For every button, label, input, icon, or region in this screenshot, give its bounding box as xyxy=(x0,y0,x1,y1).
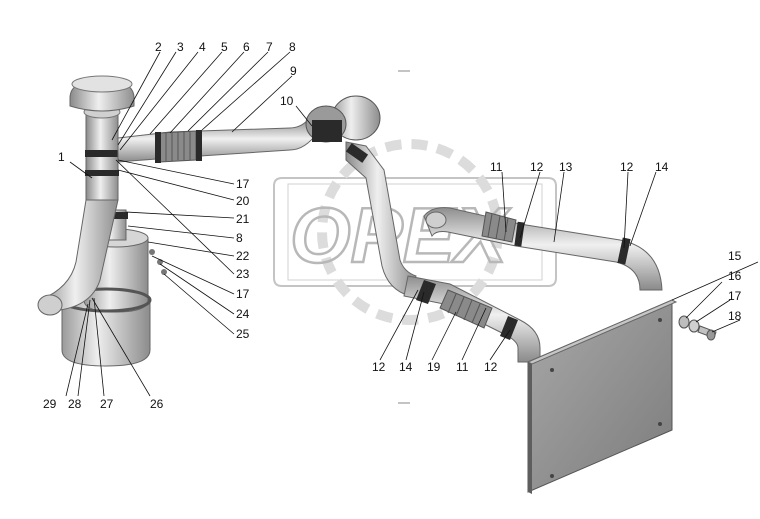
callout-25: 25 xyxy=(236,327,250,341)
callout-12-lower-b: 12 xyxy=(484,360,498,374)
upper-charge-pipe xyxy=(423,207,663,291)
callout-16: 16 xyxy=(728,269,742,283)
callout-11-lower: 11 xyxy=(456,360,469,374)
callout-13: 13 xyxy=(559,160,573,174)
callout-1: 1 xyxy=(58,150,65,164)
callout-17-mid: 17 xyxy=(236,287,250,301)
callout-10: 10 xyxy=(280,94,294,108)
callout-26: 26 xyxy=(150,397,164,411)
leader-lines xyxy=(65,51,759,397)
callout-4: 4 xyxy=(199,40,206,54)
callout-28: 28 xyxy=(68,397,82,411)
callout-18: 18 xyxy=(728,309,742,323)
callout-5: 5 xyxy=(221,40,228,54)
callout-12-upper-b: 12 xyxy=(620,160,634,174)
callout-9: 9 xyxy=(290,64,297,78)
callout-15: 15 xyxy=(728,249,742,263)
callout-17-right: 17 xyxy=(728,289,742,303)
callout-8-top: 8 xyxy=(289,40,296,54)
callout-21: 21 xyxy=(236,212,250,226)
callout-14-lower: 14 xyxy=(399,360,413,374)
callout-labels: 2 3 4 5 6 7 8 9 10 1 17 20 21 8 22 23 17… xyxy=(43,40,742,411)
callout-2: 2 xyxy=(155,40,162,54)
intercooler-radiator xyxy=(526,299,678,494)
lower-charge-pipe xyxy=(403,275,541,363)
callout-12-lower-a: 12 xyxy=(372,360,386,374)
callout-27: 27 xyxy=(100,397,114,411)
fastener-set xyxy=(678,315,717,341)
callout-22: 22 xyxy=(236,249,250,263)
callout-17-upper: 17 xyxy=(236,177,250,191)
callout-7: 7 xyxy=(266,40,273,54)
intake-stack xyxy=(37,75,135,316)
turbo-intake-pipe xyxy=(117,119,319,163)
turbocharger xyxy=(305,95,381,143)
callout-20: 20 xyxy=(236,194,250,208)
crop-marks xyxy=(398,70,410,404)
callout-8-mid: 8 xyxy=(236,231,243,245)
callout-29: 29 xyxy=(43,397,57,411)
callout-12-upper-a: 12 xyxy=(530,160,544,174)
callout-19: 19 xyxy=(427,360,441,374)
callout-6: 6 xyxy=(243,40,250,54)
callout-14-upper: 14 xyxy=(655,160,669,174)
callout-3: 3 xyxy=(177,40,184,54)
callout-23: 23 xyxy=(236,267,250,281)
callout-24: 24 xyxy=(236,307,250,321)
callout-11-upper: 11 xyxy=(490,160,503,174)
